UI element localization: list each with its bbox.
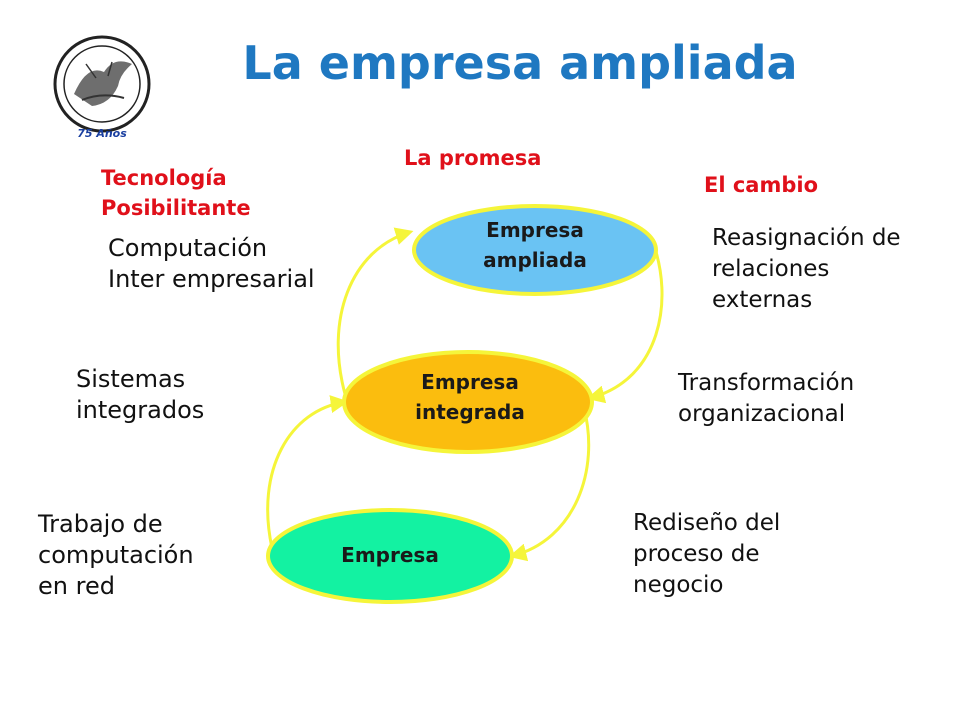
integrated-systems-line1: Sistemas — [76, 365, 186, 393]
promise-heading: La promesa — [404, 146, 542, 170]
integrated-systems-text: Sistemas integrados — [76, 364, 296, 426]
network-computing-line2: computación — [38, 541, 194, 569]
transformation-line2: organizacional — [678, 401, 846, 427]
reassignment-line2: relaciones — [712, 256, 830, 282]
interenterprise-computing-line2: Inter empresarial — [108, 265, 315, 293]
node-extended-enterprise — [412, 204, 658, 296]
connector-integrated-to-extended — [336, 227, 414, 395]
connector-company-to-integrated — [266, 395, 349, 549]
seal-years-label: 75 Años — [77, 127, 127, 140]
enabling-technology-heading-line1: Tecnología — [101, 166, 227, 190]
organizational-transformation-text: Transformación organizacional — [678, 368, 948, 430]
node-integrated-enterprise — [342, 350, 594, 454]
interenterprise-computing-text: Computación Inter empresarial — [108, 233, 315, 295]
connector-integrated-to-company — [508, 407, 591, 562]
enabling-technology-heading-line2: Posibilitante — [101, 196, 251, 220]
change-heading: El cambio — [704, 173, 819, 197]
enabling-technology-heading: Tecnología Posibilitante — [101, 163, 301, 223]
network-computing-text: Trabajo de computación en red — [38, 509, 268, 602]
transformation-line1: Transformación — [678, 370, 855, 396]
redesign-line1: Rediseño del — [633, 510, 781, 536]
external-relations-reassignment-text: Reasignación de relaciones externas — [712, 223, 957, 316]
page-title: La empresa ampliada — [242, 36, 798, 90]
reassignment-line1: Reasignación de — [712, 225, 901, 251]
network-computing-line3: en red — [38, 572, 115, 600]
redesign-line3: negocio — [633, 572, 724, 598]
reassignment-line3: externas — [712, 287, 813, 313]
connector-extended-to-integrated — [586, 239, 664, 404]
redesign-line2: proceso de — [633, 541, 760, 567]
network-computing-line1: Trabajo de — [38, 510, 163, 538]
node-company — [266, 508, 514, 604]
business-process-redesign-text: Rediseño del proceso de negocio — [633, 508, 853, 601]
institute-seal-logo — [53, 35, 151, 133]
interenterprise-computing-line1: Computación — [108, 234, 268, 262]
integrated-systems-line2: integrados — [76, 396, 205, 424]
